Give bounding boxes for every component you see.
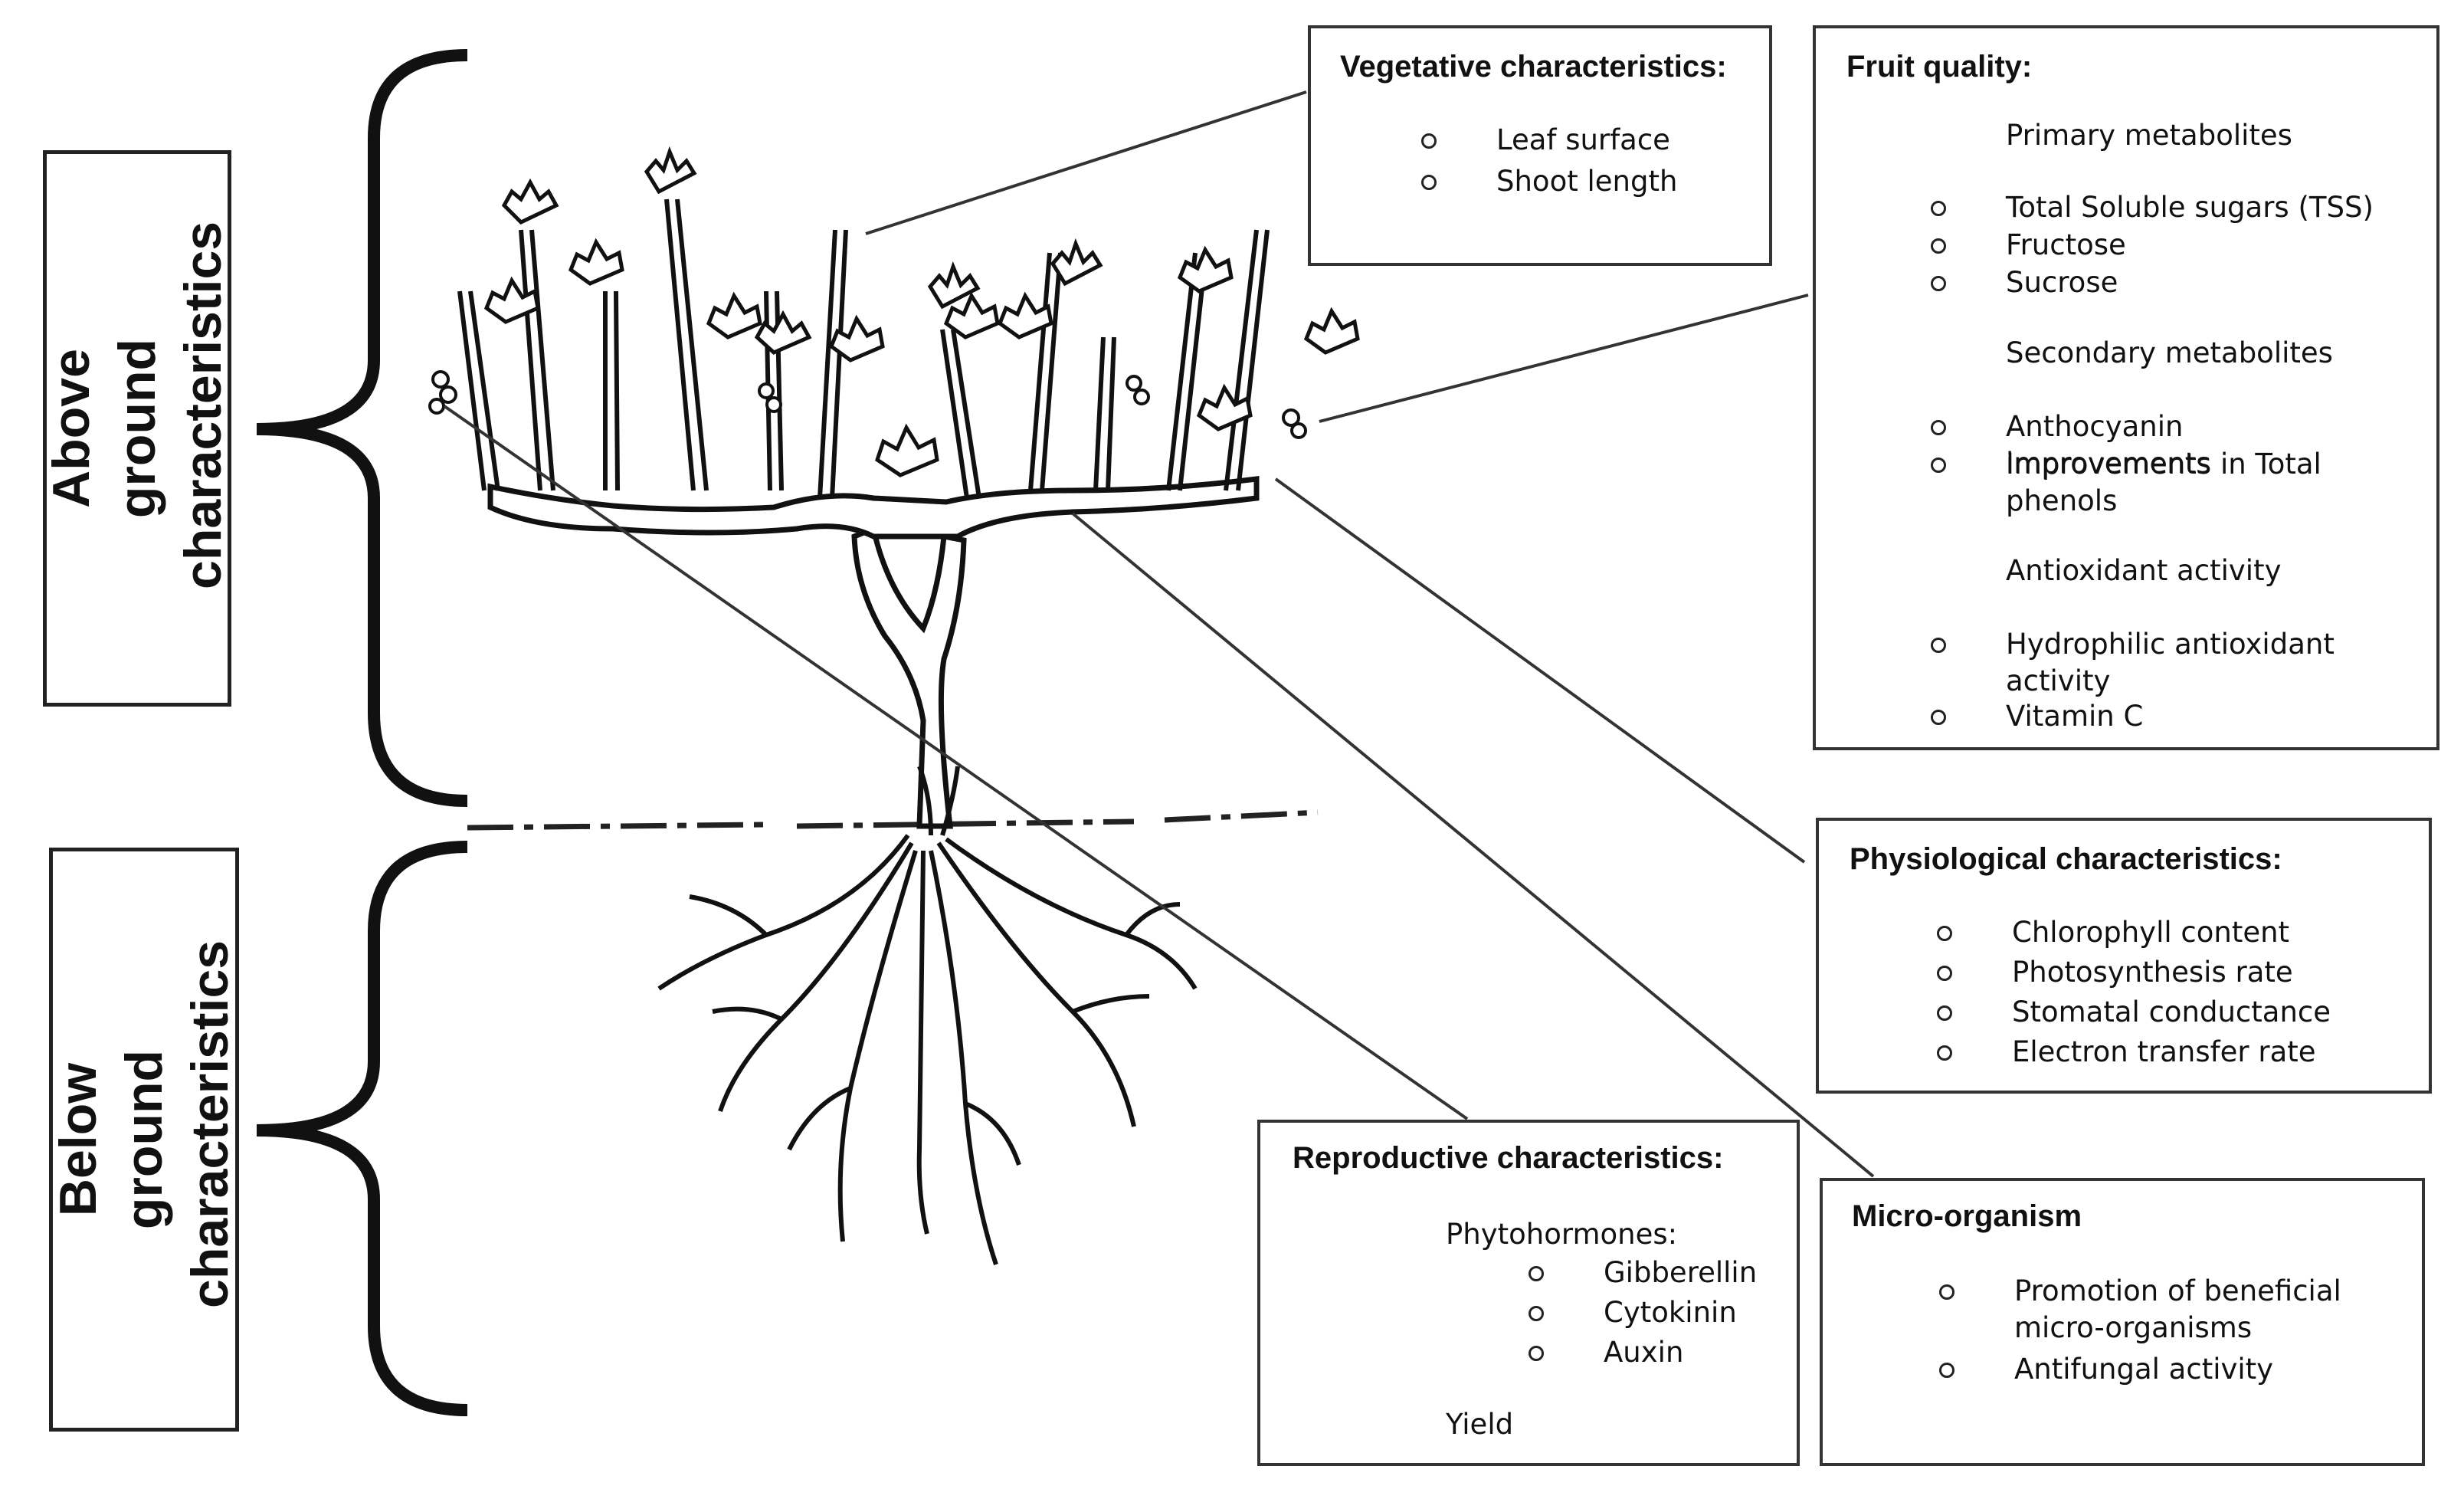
physiological-panel: Physiological characteristics: Chlorophy… — [1816, 818, 2432, 1094]
micro-organism-panel: Micro-organism Promotion of beneficial m… — [1820, 1178, 2425, 1466]
antioxidant-item: Hydrophilic antioxidant activity — [1931, 626, 2343, 700]
reproductive-title: Reproductive characteristics: — [1293, 1141, 1724, 1175]
below-ground-label-box: Below ground characteristics — [49, 848, 239, 1432]
primary-metabolites-label: Primary metabolites — [2006, 119, 2292, 152]
fruit-quality-title: Fruit quality: — [1846, 50, 2033, 84]
antioxidant-item: Vitamin C — [1930, 698, 2143, 735]
below-ground-label: Below ground characteristics — [49, 940, 239, 1308]
phytohormone-item: Gibberellin — [1528, 1255, 1757, 1291]
micro-organism-item: Antifungal activity — [1938, 1351, 2273, 1388]
micro-organism-title: Micro-organism — [1852, 1199, 2082, 1233]
vegetative-panel: Vegetative characteristics: Leaf surface… — [1308, 25, 1772, 266]
leaves — [483, 146, 1360, 477]
physiological-title: Physiological characteristics: — [1850, 842, 2282, 876]
secondary-metabolite-item: Anthocyanin improvements — [1931, 408, 2397, 482]
above-ground-label: Above ground characteristics — [42, 221, 232, 589]
physiological-item: Photosynthesis rate — [1937, 954, 2293, 991]
yield-label: Yield — [1446, 1408, 1514, 1441]
secondary-metabolites-label: Secondary metabolites — [2006, 336, 2333, 369]
phytohormone-item: Auxin — [1528, 1334, 1683, 1371]
soil-line — [467, 809, 1319, 831]
primary-metabolite-item: Sucrose — [1930, 264, 2118, 301]
physiological-item: Electron transfer rate — [1937, 1034, 2316, 1071]
vegetative-title: Vegetative characteristics: — [1340, 50, 1727, 84]
secondary-metabolite-item: Improvements in Total phenols — [1931, 446, 2328, 520]
below-ground-brace — [256, 841, 468, 1416]
micro-organism-item: Promotion of beneficial micro-organisms — [1939, 1273, 2344, 1346]
trunk — [851, 525, 967, 829]
vegetative-item: Shoot length — [1420, 163, 1677, 200]
phytohormones-label: Phytohormones: — [1446, 1218, 1678, 1251]
antioxidant-activity-label: Antioxidant activity — [2006, 554, 2282, 587]
physiological-item: Stomatal conductance — [1936, 994, 2331, 1031]
connector-lines — [443, 90, 1875, 1178]
primary-metabolite-item: Fructose — [1931, 227, 2126, 264]
cordon — [487, 476, 1260, 540]
above-ground-label-box: Above ground characteristics — [42, 150, 232, 707]
roots — [657, 765, 1198, 1265]
physiological-item: Chlorophyll content — [1936, 914, 2289, 951]
grape-clusters — [428, 370, 1307, 439]
fruit-quality-panel: Fruit quality: Primary metabolites Total… — [1813, 25, 2439, 750]
shoots — [457, 198, 1270, 499]
above-ground-brace — [256, 49, 468, 807]
reproductive-panel: Reproductive characteristics: Phytohormo… — [1257, 1120, 1800, 1466]
primary-metabolite-item: Total Soluble sugars (TSS) — [1931, 189, 2374, 226]
vegetative-item: Leaf surface — [1421, 122, 1670, 159]
phytohormone-item: Cytokinin — [1529, 1294, 1737, 1331]
